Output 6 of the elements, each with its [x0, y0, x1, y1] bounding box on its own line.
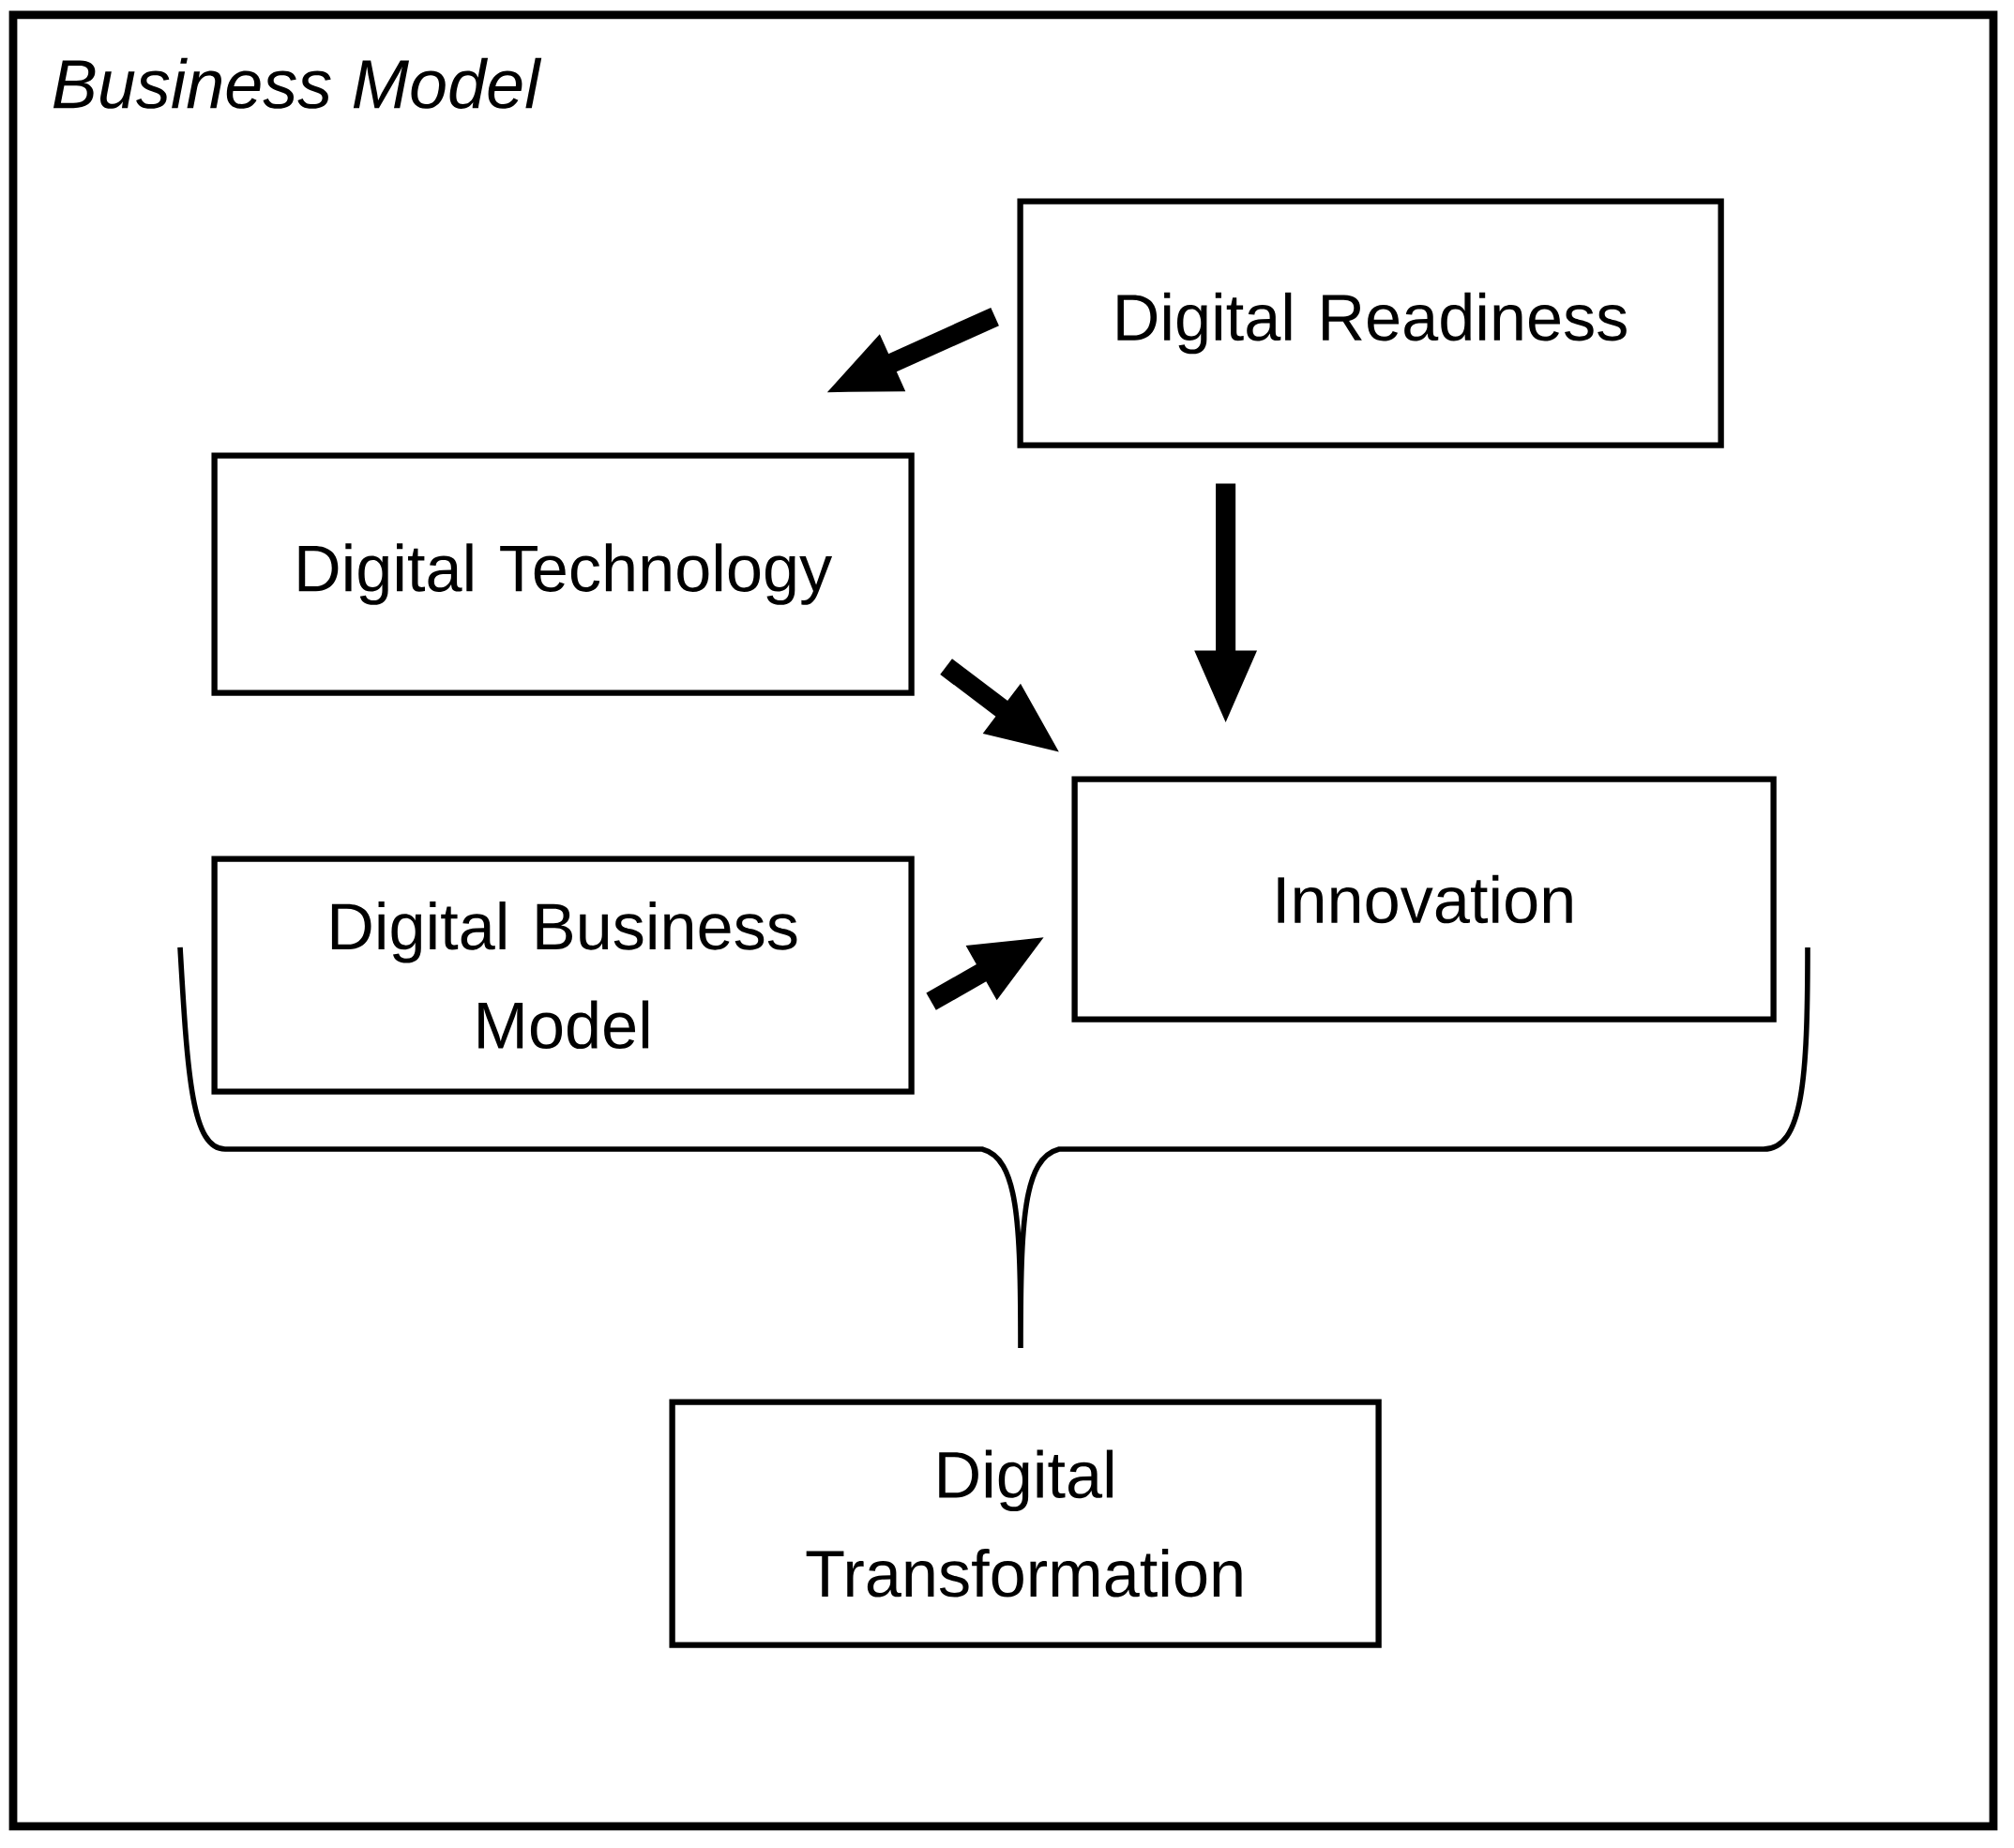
process-box: Innovation	[1071, 776, 1777, 1022]
frame-title: Business Model	[53, 57, 542, 109]
process-box: Digital Business Model	[211, 856, 915, 1095]
process-box: Digital Readiness	[1017, 198, 1724, 448]
process-box: Digital Technology	[211, 452, 915, 696]
process-box: Digital Transformation	[669, 1399, 1382, 1648]
